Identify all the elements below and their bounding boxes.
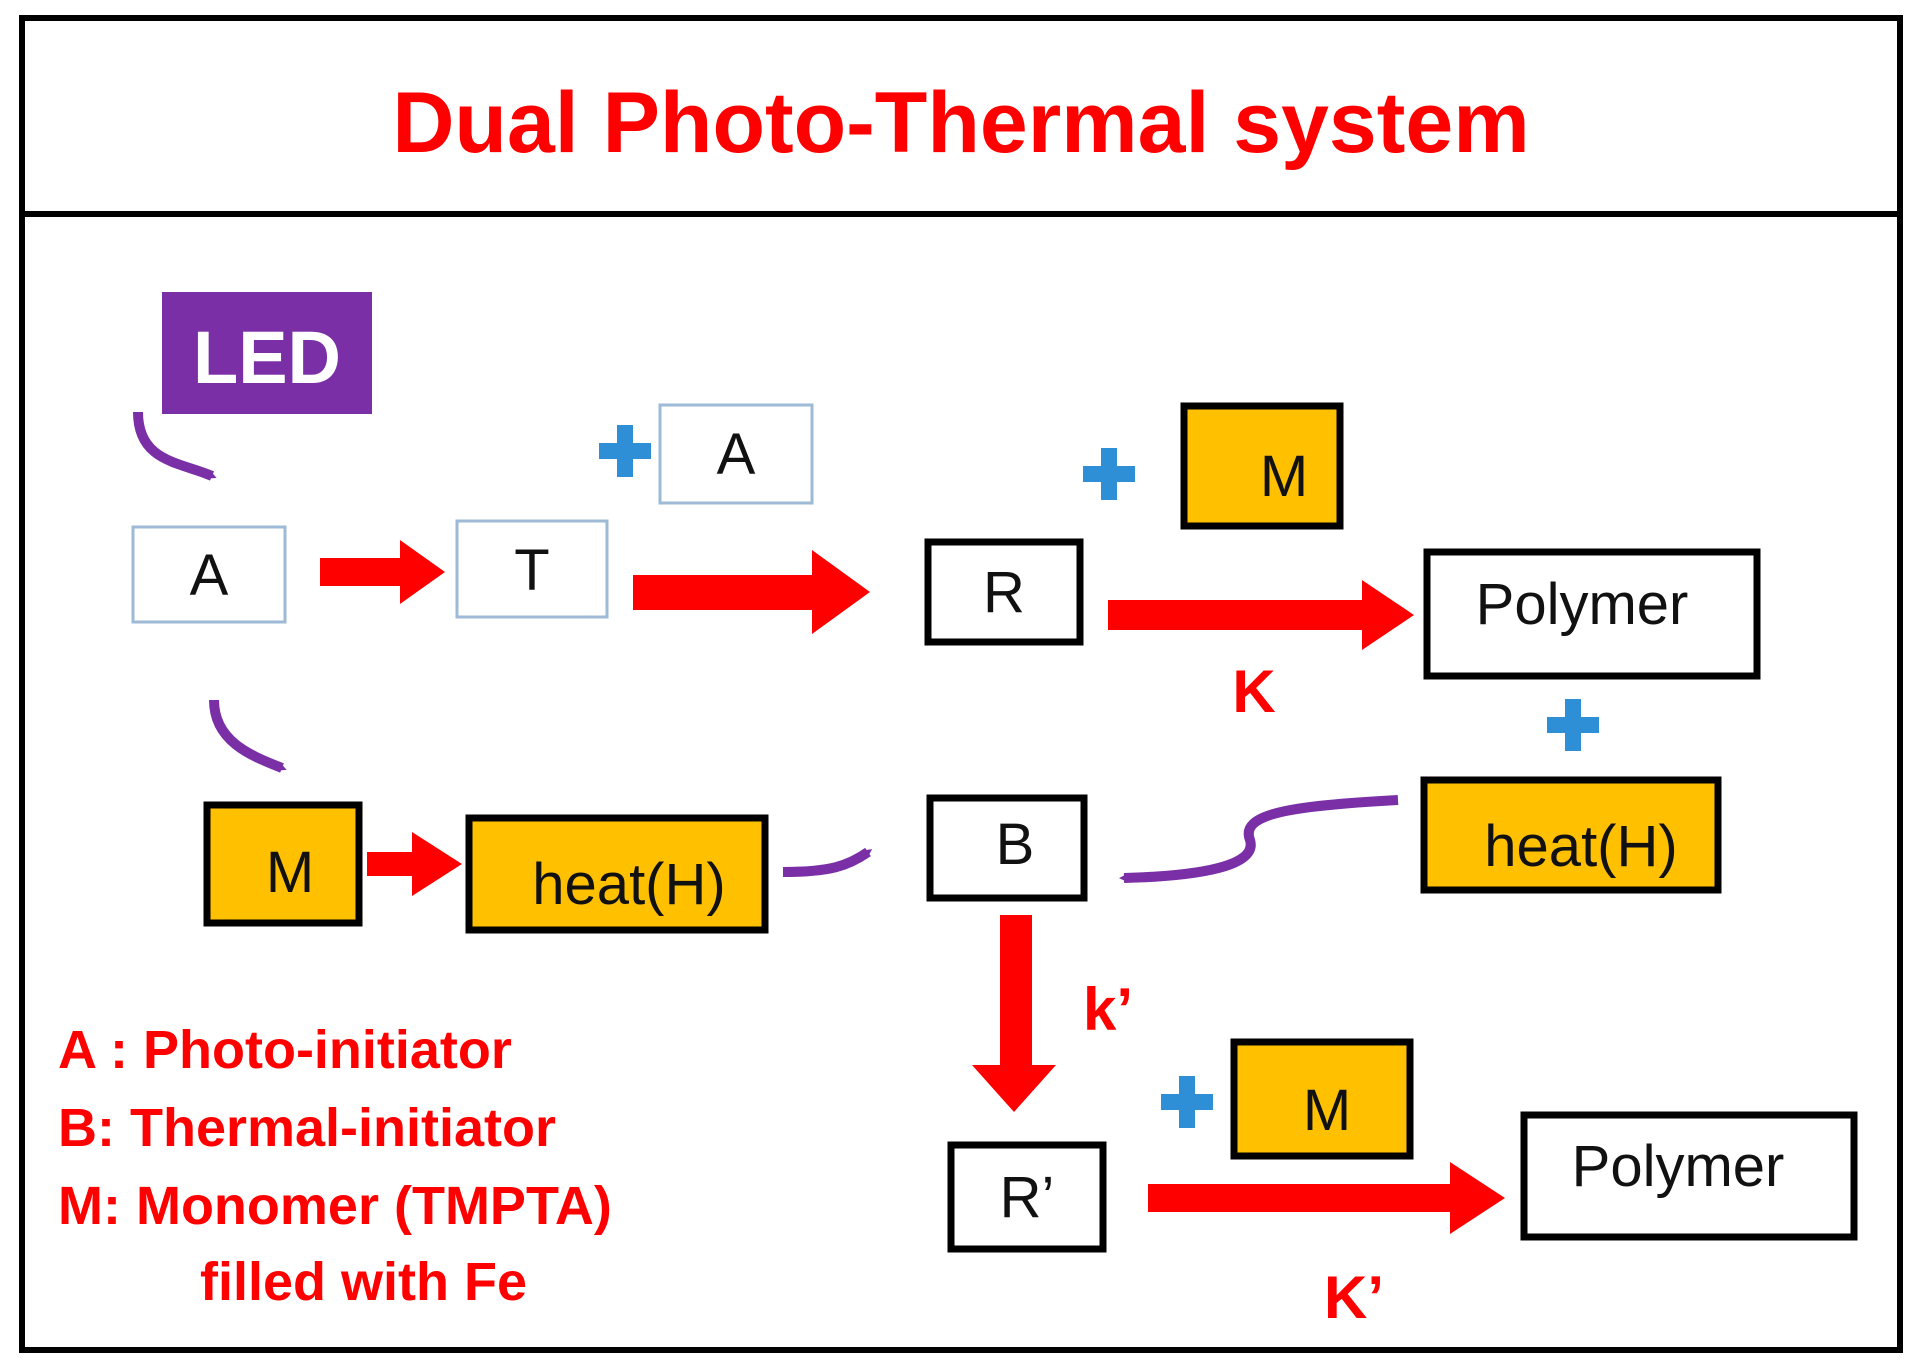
arrow-r-prime-to-polymer [1148,1162,1505,1234]
node-b-label: B [996,812,1035,877]
outer-frame [19,15,1903,1353]
legend-item: B: Thermal-initiator [58,1098,556,1158]
node-m-bottom-label: M [1303,1078,1351,1143]
node-r: R [924,538,1084,646]
node-m-bottom: M [1230,1038,1414,1160]
node-b: B [926,794,1088,902]
node-polymer-bottom-label: Polymer [1572,1134,1785,1199]
legend-item: A : Photo-initiator [58,1020,512,1080]
arrow-m-to-heat [367,832,462,896]
curved-arrow-led-to-a [133,411,217,481]
node-heat-right: heat(H) [1420,776,1722,894]
node-polymer-bottom: Polymer [1520,1111,1858,1241]
led-source: LED [162,292,372,414]
node-r-prime-label: R’ [1000,1165,1055,1230]
plus-icon [599,425,651,477]
node-t: T [455,519,609,619]
arrow-t-to-r [633,550,870,634]
arrow-a-to-t [320,540,445,604]
node-a-start: A [131,525,287,624]
node-m-top-label: M [1260,444,1308,509]
node-m-left: M [203,801,363,927]
arrow-b-to-r-prime [972,915,1056,1112]
legend-item: M: Monomer (TMPTA) [58,1176,612,1236]
node-polymer-top: Polymer [1423,548,1761,680]
node-m-top: M [1180,402,1344,530]
node-polymer-top-label: Polymer [1476,572,1689,637]
node-heat-left-label: heat(H) [532,852,725,917]
plus-icon [1547,699,1599,751]
plus-icon [1083,448,1135,500]
rate-k-prime-lower: k’ [1083,976,1133,1043]
legend-item: filled with Fe [200,1252,527,1312]
node-t-label: T [514,538,549,603]
curved-arrow-heat-to-b [782,847,873,877]
node-r-prime: R’ [947,1141,1107,1253]
plus-icon [1161,1076,1213,1128]
node-m-left-label: M [266,840,314,905]
node-heat-right-label: heat(H) [1484,814,1677,879]
rate-k-prime-bottom: K’ [1324,1264,1384,1331]
rate-k-top: K [1232,658,1275,725]
node-a-plus: A [658,403,814,505]
diagram-title: Dual Photo-Thermal system [392,75,1529,171]
node-heat-left: heat(H) [465,814,769,934]
arrow-r-to-polymer [1108,580,1414,650]
node-a-plus-label: A [717,422,756,487]
led-label: LED [193,316,341,399]
curved-arrow-a-to-m [209,699,287,773]
legend: A : Photo-initiator B: Thermal-initiator… [58,1020,612,1312]
node-a-start-label: A [190,543,229,608]
curved-arrow-heat-right-to-b [1119,795,1399,883]
node-r-label: R [983,560,1025,625]
